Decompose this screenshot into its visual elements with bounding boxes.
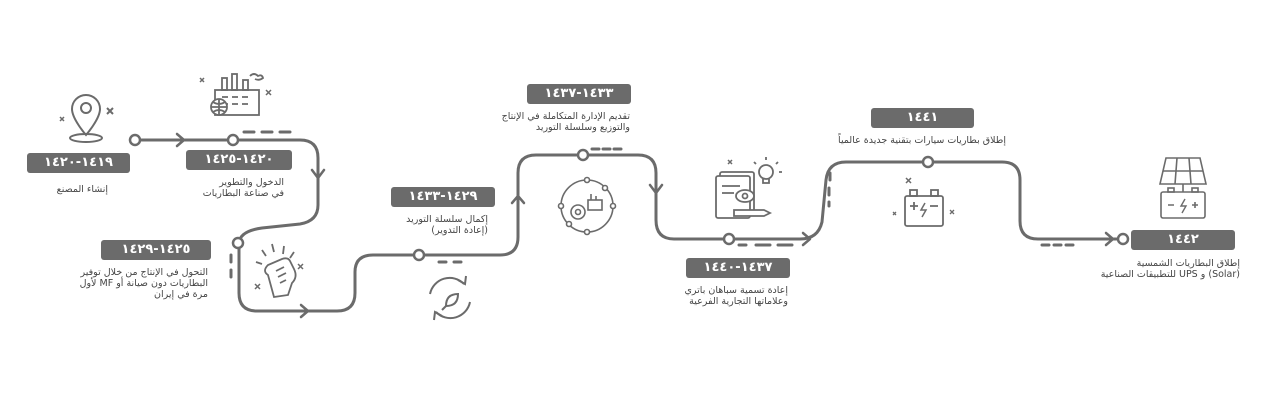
milestone-5-description: تقديم الإدارة المتكاملة في الإنتاج والتو… <box>480 111 630 133</box>
milestone-5-year: ١٤٣٣-١٤٣٧ <box>527 84 631 104</box>
node-1 <box>128 133 142 147</box>
milestone-7-year: ١٤٤١ <box>871 108 974 128</box>
milestone-2-year: ١٤٢٠-١٤٢٥ <box>186 150 292 170</box>
milestone-3-year: ١٤٢٥-١٤٢٩ <box>101 240 211 260</box>
milestone-6-description: إعادة تسمية سباهان باتري وعلاماتها التجا… <box>660 285 788 307</box>
milestone-4-line-1: إكمال سلسلة التوريد <box>406 214 488 225</box>
arrow-1 <box>175 132 186 148</box>
gear-network-icon <box>557 176 617 236</box>
node-4 <box>412 248 426 262</box>
location-pin-icon <box>59 93 114 143</box>
arrow-4 <box>510 194 526 205</box>
milestone-8-description: إطلاق البطاريات الشمسية (Solar) و UPS لل… <box>1080 258 1240 280</box>
milestone-2-line-2: في صناعة البطاريات <box>202 188 284 199</box>
milestone-6-year: ١٤٣٧-١٤٤٠ <box>686 258 790 278</box>
milestone-1-description: إنشاء المصنع <box>20 184 108 195</box>
milestone-1-line-1: إنشاء المصنع <box>56 184 108 195</box>
milestone-3-line-2: البطاريات دون صيانة أو MF لأول <box>79 278 208 289</box>
milestone-3-description: التحول في الإنتاج من خلال توفير البطاريا… <box>40 267 208 300</box>
node-6 <box>722 232 736 246</box>
recycle-leaf-icon <box>429 275 471 321</box>
timeline-path-curve <box>237 158 320 244</box>
arrowheads <box>175 132 1115 319</box>
milestone-6-line-2: وعلاماتها التجارية الفرعية <box>689 296 788 307</box>
timeline-nodes <box>128 133 1130 262</box>
milestone-4-year: ١٤٢٩-١٤٣٣ <box>391 187 495 207</box>
milestone-2-description: الدخول والتطوير في صناعة البطاريات <box>180 177 284 199</box>
document-lightbulb-icon <box>715 157 782 219</box>
arrow-6 <box>801 231 812 247</box>
milestone-8-line-1: إطلاق البطاريات الشمسية <box>1136 258 1240 269</box>
milestone-8-year: ١٤٤٢ <box>1131 230 1235 250</box>
node-7 <box>921 155 935 169</box>
dash-marks <box>229 130 1075 279</box>
arrow-5 <box>648 183 664 195</box>
milestone-1-year: ١٤١٩-١٤٢٠ <box>27 153 130 173</box>
milestone-5-line-1: تقديم الإدارة المتكاملة في الإنتاج <box>501 111 630 122</box>
milestone-4-line-2: (إعادة التدوير) <box>431 225 488 236</box>
milestone-7-line-1: إطلاق بطاريات سيارات بتقنية جديدة عالميا… <box>838 135 1006 146</box>
milestone-3-line-1: التحول في الإنتاج من خلال توفير <box>80 267 208 278</box>
milestone-3-line-3: مرة في إيران <box>154 289 208 300</box>
node-2 <box>226 133 240 147</box>
milestone-4-description: إكمال سلسلة التوريد (إعادة التدوير) <box>380 214 488 236</box>
arrow-7 <box>1104 231 1115 247</box>
car-battery-icon <box>892 177 955 227</box>
arrow-2 <box>310 168 326 180</box>
arrow-3 <box>299 303 310 319</box>
milestone-2-line-1: الدخول والتطوير <box>219 177 284 188</box>
node-3 <box>231 236 245 250</box>
solar-panel-icon <box>1158 157 1208 219</box>
milestone-5-line-2: والتوزيع وسلسلة التوريد <box>535 122 630 133</box>
milestone-7-description: إطلاق بطاريات سيارات بتقنية جديدة عالميا… <box>800 135 1006 146</box>
raised-fist-icon <box>254 243 304 299</box>
milestone-6-line-1: إعادة تسمية سباهان باتري <box>684 285 788 296</box>
timeline-path <box>133 138 1124 313</box>
factory-icon <box>199 73 272 116</box>
node-8 <box>1116 232 1130 246</box>
milestone-8-line-2: (Solar) و UPS للتطبيقات الصناعية <box>1100 269 1240 280</box>
node-5 <box>576 148 590 162</box>
